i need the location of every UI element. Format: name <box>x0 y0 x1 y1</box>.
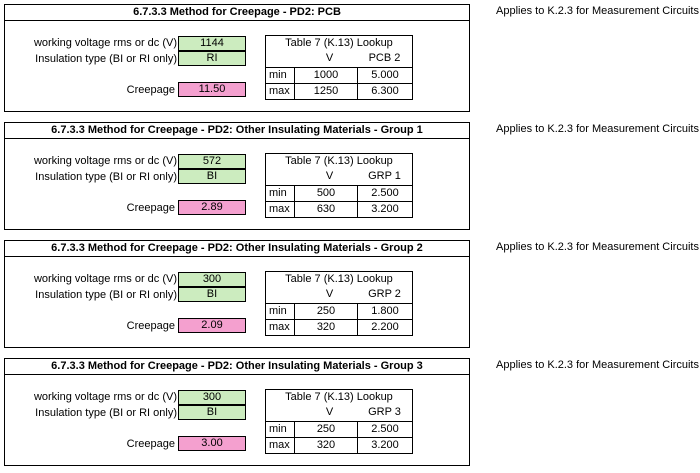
lookup-col-group: GRP 1 <box>368 170 401 182</box>
lookup-divider <box>357 185 358 217</box>
section-title: 6.7.3.3 Method for Creepage - PD2: Other… <box>4 358 470 375</box>
insulation-input[interactable]: BI <box>178 405 246 420</box>
creepage-result: 2.89 <box>178 200 246 215</box>
lookup-min-v: 500 <box>316 187 336 199</box>
lookup-row-max: max <box>269 321 290 333</box>
lookup-min-group: 2.500 <box>371 423 399 435</box>
creepage-result: 11.50 <box>178 82 246 97</box>
lookup-col-group: GRP 3 <box>368 406 401 418</box>
lookup-col-v: V <box>325 288 334 300</box>
lookup-row-min: min <box>269 69 287 81</box>
section-body: working voltage rms or dc (V) 572 Insula… <box>4 138 470 230</box>
lookup-divider <box>266 83 412 84</box>
applies-note: Applies to K.2.3 for Measurement Circuit… <box>496 241 699 253</box>
lookup-table: Table 7 (K.13) Lookup V GRP 1 min max 50… <box>265 153 413 218</box>
lookup-divider <box>266 201 412 202</box>
lookup-row-min: min <box>269 187 287 199</box>
lookup-row-min: min <box>269 305 287 317</box>
lookup-min-group: 1.800 <box>371 305 399 317</box>
lookup-divider <box>266 319 412 320</box>
lookup-title: Table 7 (K.13) Lookup <box>285 37 393 49</box>
lookup-title: Table 7 (K.13) Lookup <box>285 391 393 403</box>
voltage-label: working voltage rms or dc (V) <box>33 273 177 285</box>
lookup-divider <box>294 185 295 217</box>
voltage-label: working voltage rms or dc (V) <box>33 155 177 167</box>
lookup-col-v: V <box>325 406 334 418</box>
applies-note: Applies to K.2.3 for Measurement Circuit… <box>496 123 699 135</box>
lookup-divider <box>266 185 412 186</box>
lookup-row-min: min <box>269 423 287 435</box>
lookup-min-v: 250 <box>316 305 336 317</box>
creepage-result: 3.00 <box>178 436 246 451</box>
lookup-divider <box>266 421 412 422</box>
lookup-title: Table 7 (K.13) Lookup <box>285 273 393 285</box>
lookup-divider <box>294 421 295 453</box>
lookup-title: Table 7 (K.13) Lookup <box>285 155 393 167</box>
lookup-divider <box>266 303 412 304</box>
lookup-max-group: 3.200 <box>371 439 399 451</box>
lookup-min-group: 2.500 <box>371 187 399 199</box>
insulation-label: Insulation type (BI or RI only) <box>35 171 177 183</box>
lookup-row-max: max <box>269 203 290 215</box>
lookup-divider <box>294 67 295 99</box>
creepage-result: 2.09 <box>178 318 246 333</box>
insulation-label: Insulation type (BI or RI only) <box>35 289 177 301</box>
lookup-table: Table 7 (K.13) Lookup V GRP 2 min max 25… <box>265 271 413 336</box>
lookup-divider <box>266 437 412 438</box>
lookup-col-v: V <box>325 170 334 182</box>
insulation-input[interactable]: BI <box>178 169 246 184</box>
lookup-divider <box>266 67 412 68</box>
lookup-col-v: V <box>325 52 334 64</box>
creepage-label: Creepage <box>126 84 175 96</box>
voltage-label: working voltage rms or dc (V) <box>33 391 177 403</box>
applies-note: Applies to K.2.3 for Measurement Circuit… <box>496 359 699 371</box>
voltage-input[interactable]: 1144 <box>178 36 246 51</box>
creepage-label: Creepage <box>126 320 175 332</box>
lookup-divider <box>357 67 358 99</box>
insulation-label: Insulation type (BI or RI only) <box>35 407 177 419</box>
lookup-row-max: max <box>269 439 290 451</box>
voltage-input[interactable]: 572 <box>178 154 246 169</box>
voltage-label: working voltage rms or dc (V) <box>33 37 177 49</box>
section-body: working voltage rms or dc (V) 300 Insula… <box>4 256 470 348</box>
lookup-min-group: 5.000 <box>371 69 399 81</box>
applies-note: Applies to K.2.3 for Measurement Circuit… <box>496 5 699 17</box>
lookup-col-group: GRP 2 <box>368 288 401 300</box>
lookup-min-v: 1000 <box>313 69 339 81</box>
lookup-min-v: 250 <box>316 423 336 435</box>
section-title: 6.7.3.3 Method for Creepage - PD2: Other… <box>4 240 470 257</box>
insulation-label: Insulation type (BI or RI only) <box>35 53 177 65</box>
creepage-label: Creepage <box>126 438 175 450</box>
creepage-label: Creepage <box>126 202 175 214</box>
insulation-input[interactable]: BI <box>178 287 246 302</box>
section-body: working voltage rms or dc (V) 1144 Insul… <box>4 20 470 112</box>
lookup-max-group: 6.300 <box>371 85 399 97</box>
lookup-divider <box>294 303 295 335</box>
lookup-max-v: 320 <box>316 439 336 451</box>
lookup-max-group: 3.200 <box>371 203 399 215</box>
lookup-row-max: max <box>269 85 290 97</box>
section-title: 6.7.3.3 Method for Creepage - PD2: Other… <box>4 122 470 139</box>
lookup-table: Table 7 (K.13) Lookup V GRP 3 min max 25… <box>265 389 413 454</box>
lookup-col-group: PCB 2 <box>368 52 401 64</box>
lookup-divider <box>357 303 358 335</box>
voltage-input[interactable]: 300 <box>178 272 246 287</box>
section-title: 6.7.3.3 Method for Creepage - PD2: PCB <box>4 4 470 21</box>
lookup-table: Table 7 (K.13) Lookup V PCB 2 min max 10… <box>265 35 413 100</box>
lookup-divider <box>357 421 358 453</box>
voltage-input[interactable]: 300 <box>178 390 246 405</box>
insulation-input[interactable]: RI <box>178 51 246 66</box>
lookup-max-v: 630 <box>316 203 336 215</box>
section-body: working voltage rms or dc (V) 300 Insula… <box>4 374 470 466</box>
lookup-max-v: 320 <box>316 321 336 333</box>
lookup-max-v: 1250 <box>313 85 339 97</box>
lookup-max-group: 2.200 <box>371 321 399 333</box>
